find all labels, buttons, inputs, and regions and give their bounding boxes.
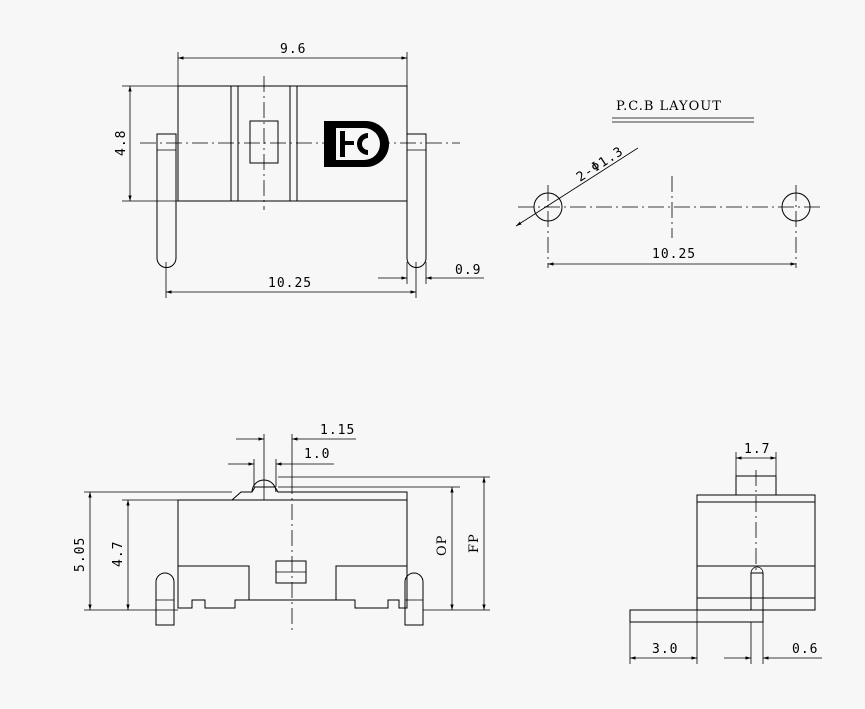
pin-thickness-dim-label: 0.6 (792, 642, 818, 657)
hole-span-dim-label: 10.25 (652, 247, 696, 262)
top-view: 9.6 4.8 10.25 0.9 (114, 42, 484, 298)
actuator-width-dim-label: 1.7 (744, 442, 770, 457)
left-pin (156, 133, 177, 268)
front-view-body (177, 486, 408, 609)
front-view: 1.15 1.0 5.05 4.7 OP FP (73, 423, 490, 632)
body-height-dim-label: 4.7 (111, 541, 126, 567)
front-left-terminal (155, 572, 175, 626)
side-view-body (696, 494, 816, 611)
op-label: OP (435, 535, 450, 556)
pin-width-dim-label: 0.9 (455, 263, 481, 278)
actuator-outer-dim-label: 1.15 (320, 423, 355, 438)
fp-label: FP (467, 533, 482, 553)
overall-height-dim-label: 5.05 (73, 537, 88, 572)
brand-logo (324, 121, 389, 167)
actuator-inner-dim-label: 1.0 (304, 447, 330, 462)
pcb-layout-title: P.C.B LAYOUT (616, 99, 722, 114)
side-view: 1.7 3.0 0.6 (629, 442, 822, 664)
front-right-terminal (404, 572, 424, 626)
pin-length-dim-label: 3.0 (652, 642, 678, 657)
pcb-layout-view: P.C.B LAYOUT 2-Φ1.3 10.25 (515, 99, 822, 268)
hole-dim-label: 2-Φ1.3 (574, 144, 627, 185)
width-dim-label: 9.6 (280, 42, 306, 57)
height-dim-label: 4.8 (114, 130, 129, 156)
right-pin (406, 133, 427, 268)
pin-span-dim-label: 10.25 (268, 276, 312, 291)
